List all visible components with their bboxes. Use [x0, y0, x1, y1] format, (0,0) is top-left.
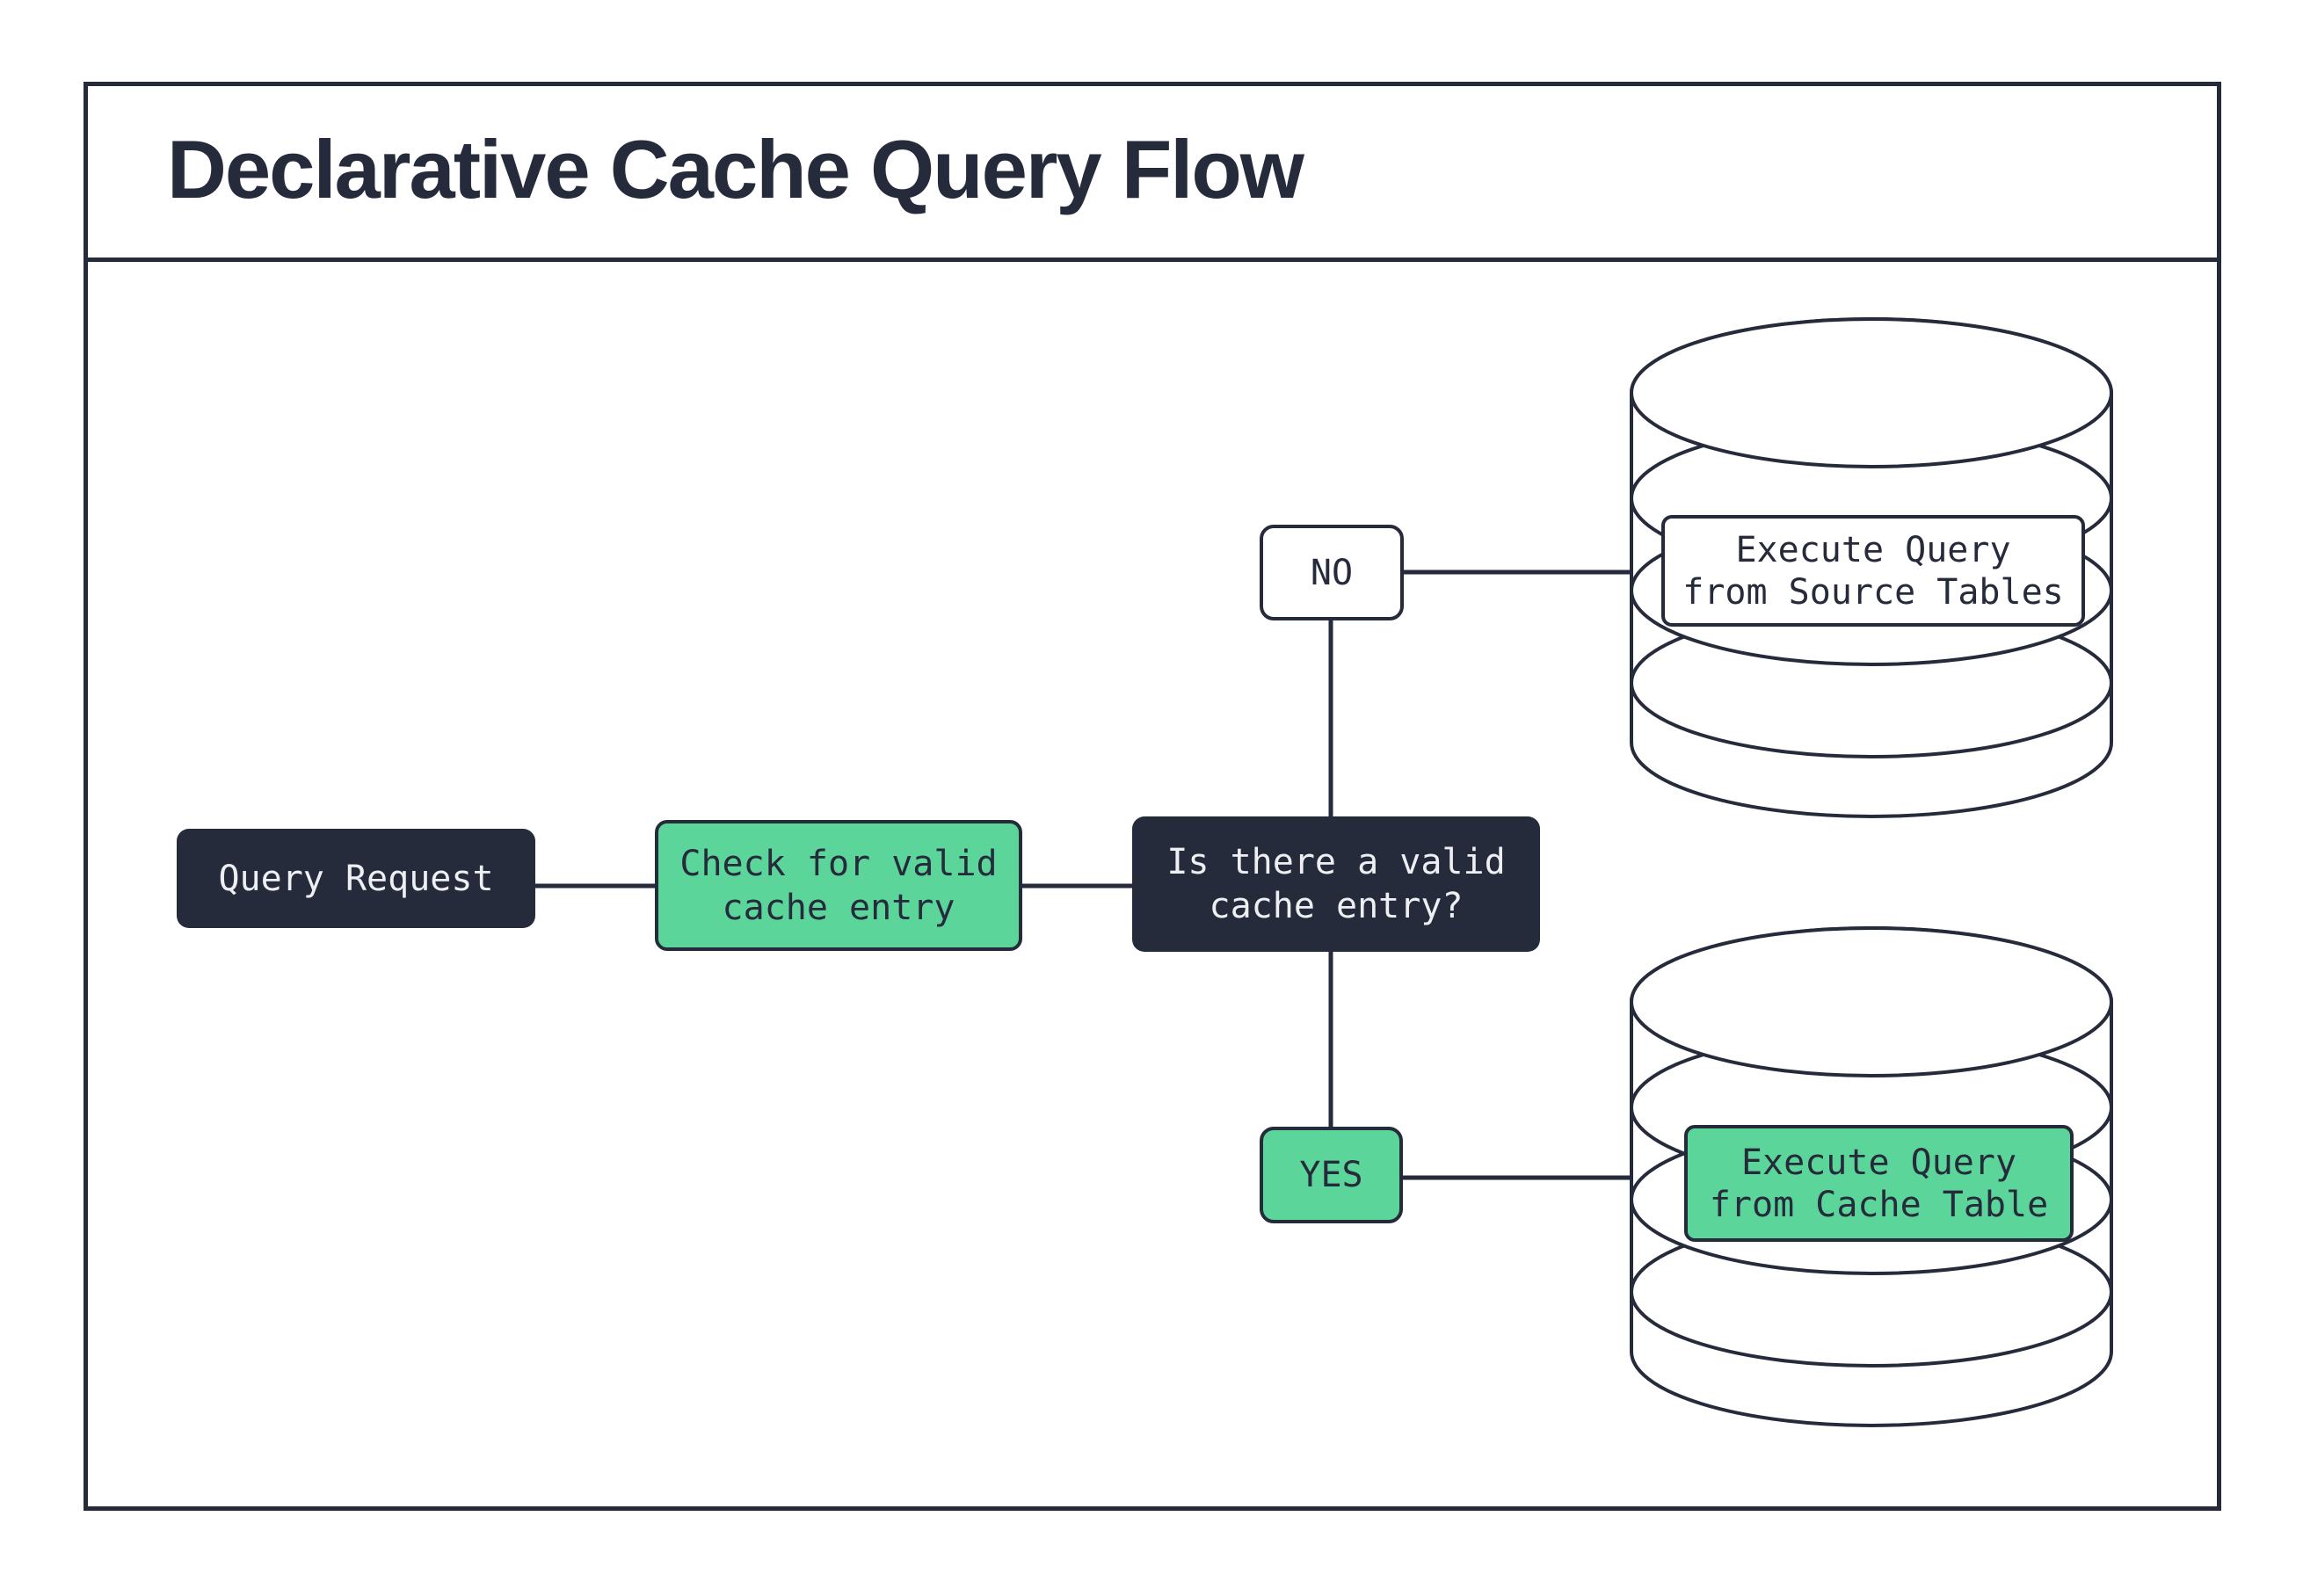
connector-lines [535, 569, 1635, 1180]
node-decision-valid-cache: Is there a valid cache entry? [1132, 816, 1540, 952]
diagram-frame [84, 82, 2221, 1511]
node-execute-cache: Execute Query from Cache Table [1684, 1125, 2074, 1242]
node-execute-cache-line1: Execute Query [1740, 1142, 2017, 1183]
edge-label-no: NO [1260, 525, 1404, 620]
title-band: Declarative Cache Query Flow [167, 82, 2136, 258]
node-execute-source-line1: Execute Query [1735, 529, 2011, 570]
node-query-request-label: Query Request [218, 858, 494, 899]
node-check-cache-line2: cache entry [722, 887, 955, 928]
node-execute-source: Execute Query from Source Tables [1661, 515, 2085, 627]
node-decision-line2: cache entry? [1209, 886, 1464, 926]
title-divider [84, 258, 2221, 262]
edge-label-yes: YES [1260, 1127, 1403, 1223]
node-query-request: Query Request [177, 829, 535, 928]
edge-label-no-text: NO [1310, 552, 1354, 593]
page-title: Declarative Cache Query Flow [167, 123, 1304, 215]
node-execute-source-line2: from Source Tables [1682, 571, 2064, 613]
edge-label-yes-text: YES [1299, 1155, 1363, 1195]
node-execute-cache-line2: from Cache Table [1709, 1184, 2049, 1225]
node-decision-line1: Is there a valid [1166, 842, 1506, 882]
node-check-cache-line1: Check for valid [679, 843, 998, 884]
node-check-cache: Check for valid cache entry [655, 820, 1022, 951]
